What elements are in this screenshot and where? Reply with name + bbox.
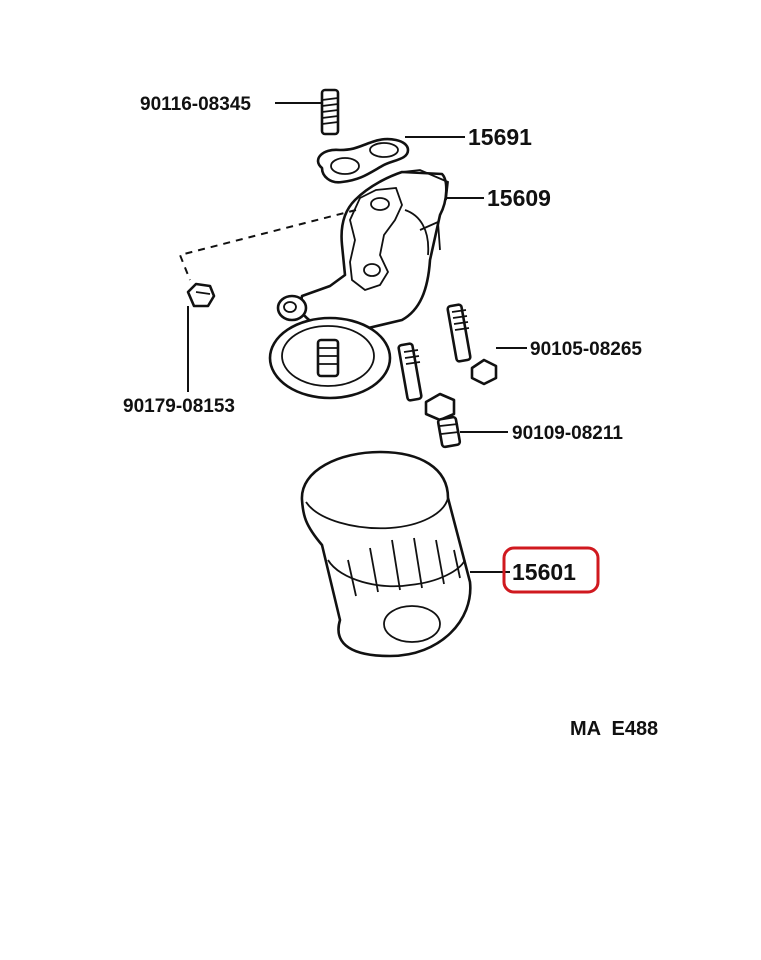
plug-90179-08153[interactable] — [186, 282, 216, 308]
oil-filter-15601[interactable] — [300, 450, 472, 658]
diagram-reference-code: MA E488 — [570, 718, 658, 740]
stud-bolt-90109-08211[interactable] — [397, 342, 462, 449]
label-15609[interactable]: 15609 — [487, 185, 551, 211]
stud-bolt-top[interactable] — [320, 88, 340, 136]
label-90179-08153[interactable]: 90179-08153 — [123, 396, 235, 417]
bolt-90105-08265[interactable] — [446, 303, 498, 386]
highlight-box-15601 — [502, 546, 600, 594]
label-15601[interactable]: 15601 — [512, 559, 576, 585]
label-15691[interactable]: 15691 — [468, 124, 532, 150]
label-90109-08211[interactable]: 90109-08211 — [512, 423, 623, 444]
label-90116-08345[interactable]: 90116-08345 — [140, 94, 251, 115]
oil-filter-bracket-15609[interactable] — [268, 169, 449, 400]
dashed-leader-plug — [178, 209, 357, 281]
gasket-15691[interactable] — [316, 137, 410, 184]
label-90105-08265[interactable]: 90105-08265 — [530, 339, 642, 360]
